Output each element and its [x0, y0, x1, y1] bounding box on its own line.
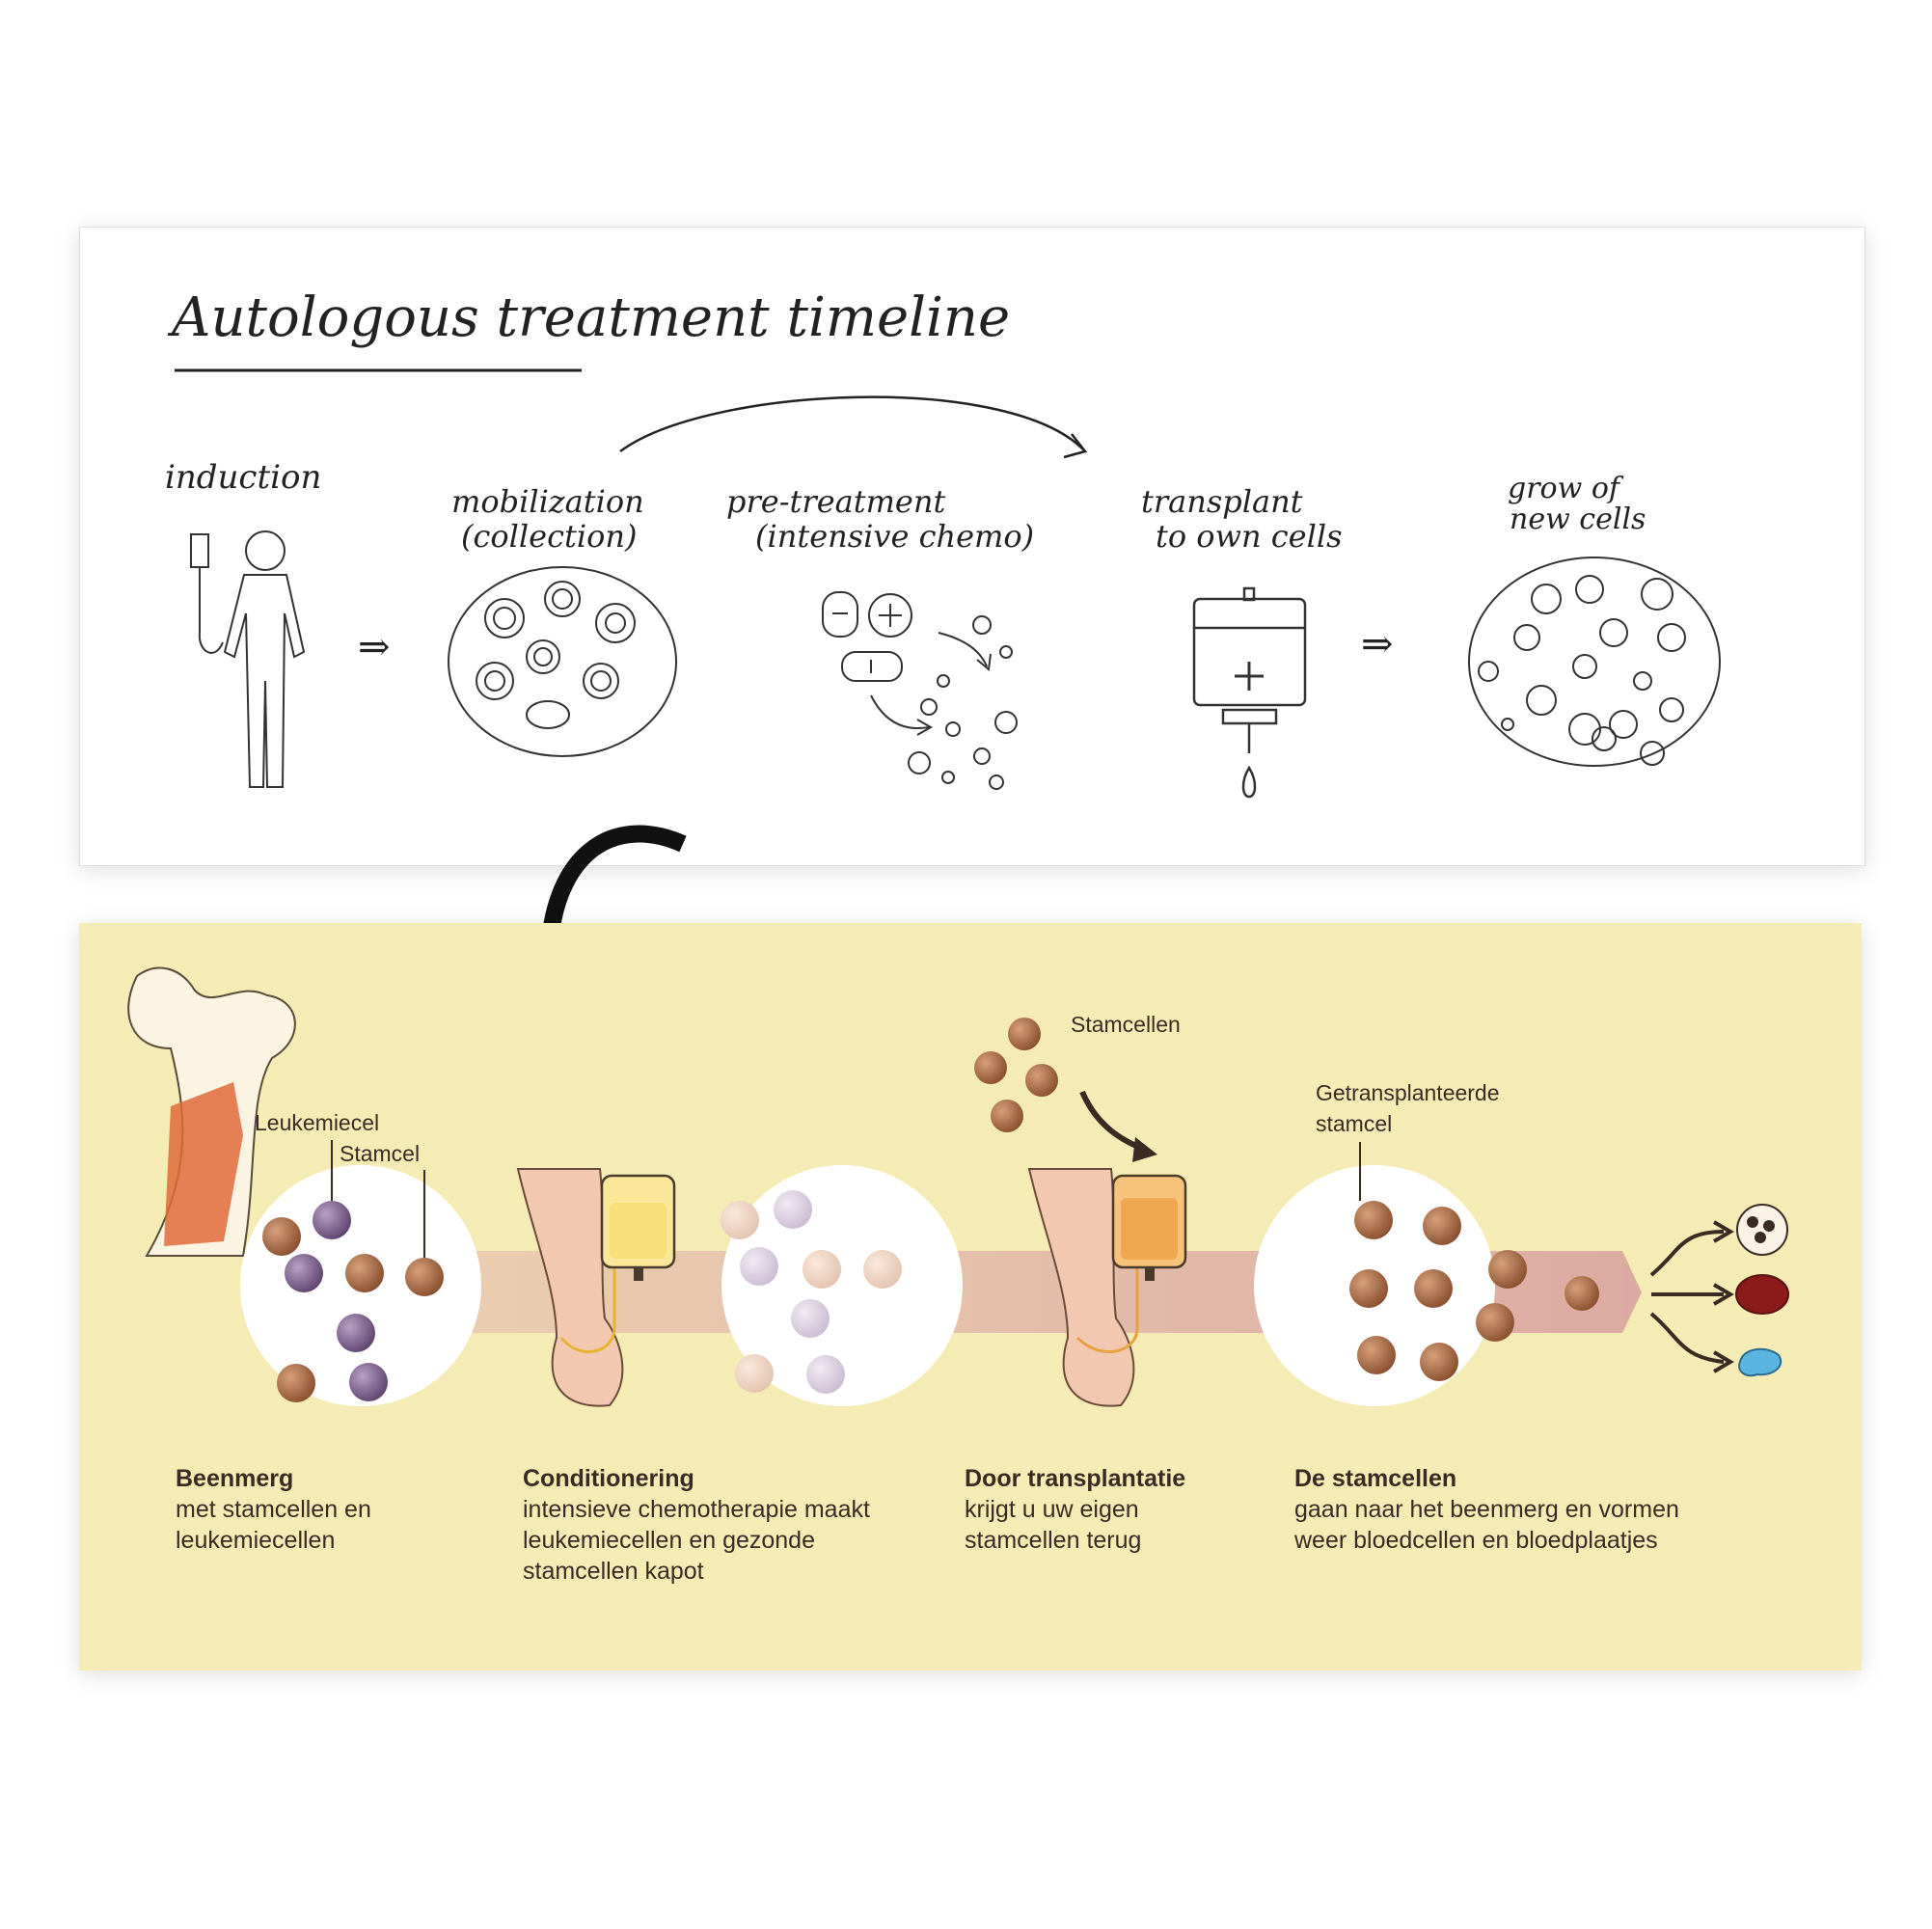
stem-cell — [1414, 1269, 1453, 1308]
sketch-title: Autologous treatment timeline — [167, 286, 1010, 349]
caption-title: Door transplantatie — [965, 1463, 1273, 1494]
floating-stem-cells — [974, 1018, 1058, 1132]
caption-title: De stamcellen — [1294, 1463, 1796, 1494]
curved-arrow — [620, 397, 1083, 451]
output-arrows — [1651, 1222, 1730, 1372]
sketch-panel: Autologous treatment timeline induction … — [79, 227, 1865, 866]
stem-cell — [1008, 1018, 1041, 1050]
stem-cell — [262, 1217, 301, 1256]
infographic-drawing: Leukemiecel Stamcel — [79, 923, 1862, 1671]
stage-label-induction: induction — [165, 458, 321, 497]
dead-stem-cell — [863, 1250, 902, 1289]
label-stamcel: Stamcel — [340, 1141, 420, 1166]
arrow-2: ⇒ — [1361, 622, 1394, 666]
stem-cell — [1354, 1201, 1393, 1239]
stem-cell — [1349, 1269, 1388, 1308]
infographic-panel: Leukemiecel Stamcel — [79, 923, 1862, 1671]
caption-text: intensieve chemotherapie maakt leukemiec… — [523, 1494, 947, 1587]
red-blood-cell-icon — [1736, 1275, 1788, 1314]
caption-conditionering: Conditionering intensieve chemotherapie … — [523, 1463, 947, 1587]
stage-label-mobilization: mobilization(collection) — [451, 483, 644, 555]
stem-cell — [1025, 1064, 1058, 1097]
caption-title: Conditionering — [523, 1463, 947, 1494]
dead-leukemia-cell — [774, 1190, 812, 1229]
label-leukemiecel: Leukemiecel — [255, 1110, 379, 1135]
stem-cell — [1420, 1343, 1458, 1381]
dead-leukemia-cell — [791, 1299, 830, 1338]
new-cells-dish-icon — [1469, 557, 1720, 766]
sketch-drawing: Autologous treatment timeline induction … — [80, 228, 1866, 867]
stem-cell — [991, 1100, 1023, 1132]
dead-stem-cell — [721, 1201, 759, 1239]
person-iv-icon — [191, 531, 304, 787]
leukemia-cell — [337, 1314, 375, 1352]
stem-cell — [1423, 1207, 1461, 1245]
platelet-icon — [1739, 1349, 1781, 1375]
dead-leukemia-cell — [806, 1355, 845, 1394]
caption-de-stamcellen: De stamcellen gaan naar het beenmerg en … — [1294, 1463, 1796, 1556]
stem-cell — [1488, 1250, 1527, 1289]
stem-cell — [277, 1364, 315, 1402]
stem-cell — [1357, 1336, 1396, 1374]
stem-cell — [345, 1254, 384, 1292]
caption-title: Beenmerg — [176, 1463, 494, 1494]
dead-leukemia-cell — [740, 1247, 778, 1286]
caption-text: gaan naar het beenmerg en vormen weer bl… — [1294, 1494, 1796, 1556]
caption-text: met stamcellen en leukemiecellen — [176, 1494, 494, 1556]
stem-cell — [1476, 1303, 1514, 1342]
dead-stem-cell — [735, 1354, 774, 1393]
iv-bag-icon — [1194, 588, 1305, 797]
label-stamcellen: Stamcellen — [1071, 1012, 1181, 1037]
caption-door-transplantatie: Door transplantatie krijgt u uw eigen st… — [965, 1463, 1273, 1556]
stem-cell — [974, 1051, 1007, 1084]
caption-beenmerg: Beenmerg met stamcellen en leukemiecelle… — [176, 1463, 494, 1556]
stem-cell — [405, 1258, 444, 1296]
leukemia-cell — [313, 1201, 351, 1239]
leukemia-cell — [285, 1254, 323, 1292]
caption-text: krijgt u uw eigen stamcellen terug — [965, 1494, 1273, 1556]
stage-label-pretreatment: pre-treatment(intensive chemo) — [726, 483, 1034, 555]
white-blood-cell-icon — [1737, 1205, 1787, 1255]
leukemia-cell — [349, 1363, 388, 1401]
arrow-1: ⇒ — [358, 625, 391, 669]
pretreatment-cells-icon — [823, 592, 1017, 789]
mobilization-dish-icon — [449, 567, 676, 756]
stem-cell-tip — [1565, 1276, 1599, 1311]
stamcellen-arrow-head — [1132, 1137, 1157, 1162]
dead-stem-cell — [803, 1250, 841, 1289]
